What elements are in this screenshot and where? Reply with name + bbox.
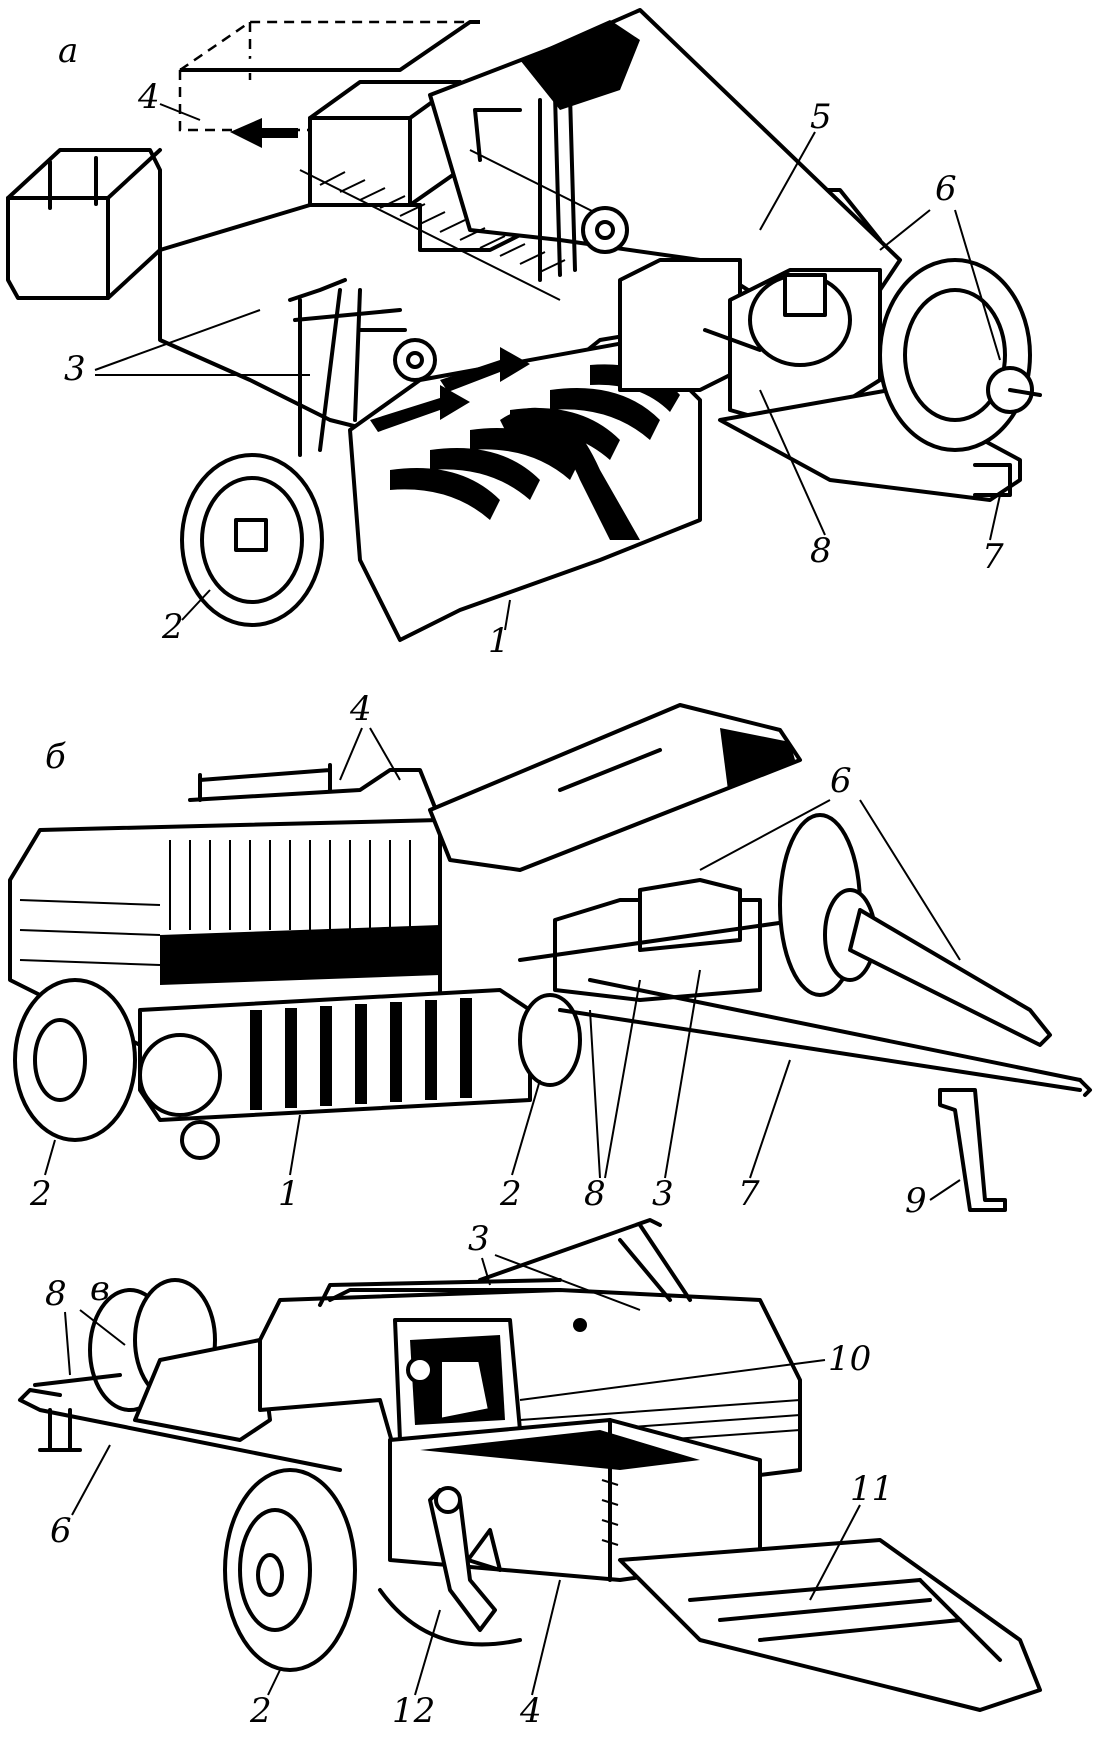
callout-a-6: 6 [935,169,957,209]
callout-b-8: 8 [584,1174,606,1214]
callout-v-8: 6 [50,1511,72,1551]
panel-a-callouts: 4 5 6 3 2 1 8 7 [64,77,1004,661]
callout-v-6: 8 [45,1274,67,1314]
callout-b-2-left: 2 [29,1174,52,1214]
panel-a-wheel [180,453,324,627]
panel-b-body [8,763,442,1052]
callout-b-1: 1 [278,1174,300,1214]
panel-b-wheels [13,978,582,1142]
panel-a-bale-chamber [178,20,480,207]
callout-b-3: 4 [349,689,372,729]
callout-v-11: 11 [850,1469,893,1509]
panel-a-bale [6,148,162,300]
callout-b-6: 6 [830,761,852,801]
panel-a-packer [288,93,629,457]
panel-b: б [8,689,1092,1221]
callout-b-9: 9 [905,1181,927,1221]
panel-v-wheel [223,1468,522,1672]
callout-v-3: 3 [468,1219,490,1259]
panel-v-letter: в [90,1269,110,1309]
callout-a-7: 7 [982,537,1004,577]
callout-b-2-right: 2 [499,1174,522,1214]
panel-b-letter: б [45,737,66,777]
panel-b-pickup [138,988,532,1160]
callout-a-2: 2 [161,607,184,647]
callout-v-12: 12 [392,1691,435,1731]
callout-v-4: 4 [519,1691,542,1731]
panel-v: в [18,1218,1042,1731]
callout-a-1: 1 [488,621,510,661]
callout-v-2: 2 [249,1691,272,1731]
panel-v-callouts: 3 8 10 6 11 2 12 4 [45,1219,893,1731]
panel-a-drive [618,258,1042,502]
panel-b-drive [518,813,1092,1212]
panel-a: а [6,8,1042,661]
panel-a-body [158,8,902,442]
callout-v-10: 10 [828,1339,871,1379]
callout-b-7: 7 [738,1174,760,1214]
panel-b-chute [428,703,802,872]
panel-v-drawbar [18,1278,342,1472]
callout-a-3: 3 [64,349,86,389]
panel-a-letter: а [58,31,78,71]
callout-a-4: 4 [137,77,160,117]
callout-a-5: 5 [810,97,832,137]
callout-b-4: 3 [652,1174,674,1214]
callout-a-8: 8 [810,531,832,571]
panel-b-callouts: 4 6 2 1 2 8 3 7 9 [29,689,961,1221]
